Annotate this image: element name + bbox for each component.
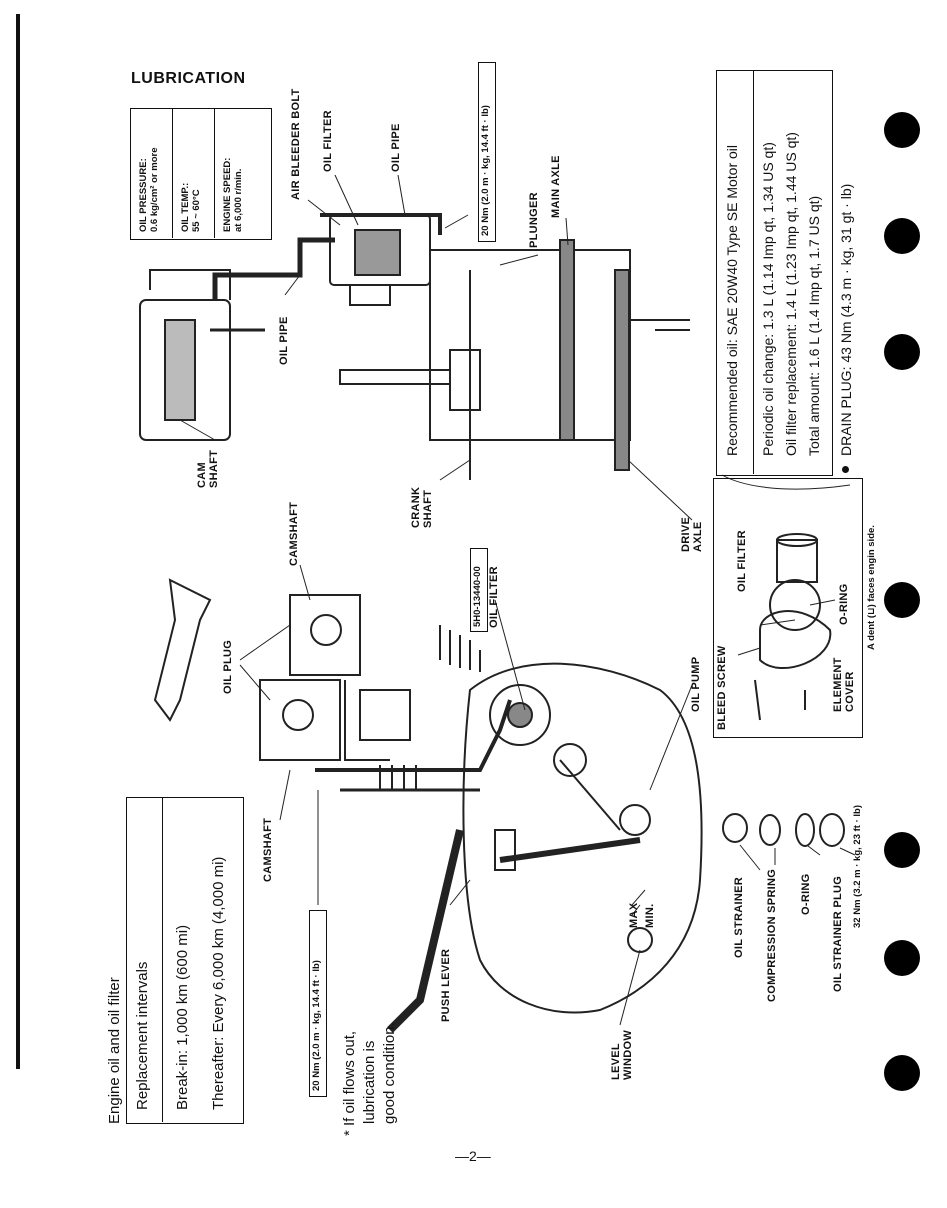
oil-temp-label: OIL TEMP.:55 ~ 60°C bbox=[180, 182, 202, 232]
torque-top-label: 20 Nm (2.0 m · kg, 14.4 ft · lb) bbox=[480, 105, 491, 236]
compression-spring-label: COMPRESSION SPRING bbox=[766, 868, 778, 1002]
min-label: MIN. bbox=[644, 903, 656, 928]
torque-top-box bbox=[478, 62, 496, 242]
bleed-screw-label: BLEED SCREW bbox=[716, 645, 728, 730]
dent-note: A dent (⊔) faces engin side. bbox=[866, 525, 877, 650]
plunger-label: PLUNGER bbox=[528, 192, 540, 248]
oil-conditions-box bbox=[130, 108, 272, 240]
oil-filter-top-label: OIL FILTER bbox=[322, 110, 334, 172]
binder-hole-7 bbox=[884, 1055, 920, 1091]
camshaft-upper-label: CAMSHAFT bbox=[288, 501, 300, 566]
binder-hole-5 bbox=[884, 832, 920, 868]
margin-rule bbox=[16, 14, 20, 1069]
oil-filter-replacement: Oil filter replacement: 1.4 L (1.23 Imp … bbox=[783, 132, 799, 456]
oil-pipe-top-label: OIL PIPE bbox=[390, 123, 402, 172]
oil-filter-mid-label: OIL FILTER bbox=[488, 566, 500, 628]
page-number: —2— bbox=[455, 1148, 491, 1164]
torque-left-box bbox=[309, 910, 327, 1097]
max-label: MAX bbox=[628, 902, 640, 928]
table-header: Replacement intervals bbox=[134, 961, 151, 1110]
table-row-break-in: Break-in: 1,000 km (600 mi) bbox=[174, 924, 191, 1110]
torque-left-label: 20 Nm (2.0 m · kg, 14.4 ft · lb) bbox=[311, 960, 322, 1091]
oil-pressure-label: OIL PRESSURE:0.6 kg/cm² or more bbox=[138, 147, 160, 232]
binder-hole-2 bbox=[884, 218, 920, 254]
oil-filter-detail-box bbox=[713, 478, 863, 738]
camshaft-lower-label: CAMSHAFT bbox=[262, 817, 274, 882]
binder-hole-3 bbox=[884, 334, 920, 370]
drain-bullet bbox=[842, 466, 849, 473]
total-amount: Total amount: 1.6 L (1.4 Imp qt, 1.7 US … bbox=[806, 195, 822, 456]
drain-plug-spec: DRAIN PLUG: 43 Nm (4.3 m · kg, 31 gt · l… bbox=[838, 183, 854, 456]
oil-spec-box bbox=[716, 70, 833, 476]
binder-hole-6 bbox=[884, 940, 920, 976]
table-title: Engine oil and oil filter bbox=[106, 977, 123, 1124]
oil-plug-label: OIL PLUG bbox=[222, 639, 234, 694]
part-number: 5H0-13440-00 bbox=[472, 566, 483, 627]
o-ring-box-label: O-RING bbox=[838, 583, 850, 625]
torque-plug-label: 32 Nm (3.2 m · kg, 23 ft · lb) bbox=[852, 805, 863, 928]
oil-pipe-mid-label: OIL PIPE bbox=[278, 316, 290, 365]
part-number-box bbox=[470, 548, 488, 632]
table-row-thereafter: Thereafter: Every 6,000 km (4,000 mi) bbox=[210, 856, 227, 1110]
oil-strainer-plug-label: OIL STRAINER PLUG bbox=[832, 875, 844, 992]
recommended-oil: Recommended oil: SAE 20W40 Type SE Motor… bbox=[724, 144, 740, 456]
engine-speed-label: ENGINE SPEED:at 6,000 r/min. bbox=[222, 157, 244, 232]
main-axle-label: MAIN AXLE bbox=[550, 155, 562, 218]
oil-pump-label: OIL PUMP bbox=[690, 656, 702, 712]
binder-hole-1 bbox=[884, 112, 920, 148]
section-title: LUBRICATION bbox=[131, 70, 246, 87]
binder-hole-4 bbox=[884, 582, 920, 618]
air-bleeder-bolt-label: AIR BLEEDER BOLT bbox=[290, 88, 302, 200]
push-lever-label: PUSH LEVER bbox=[440, 948, 452, 1022]
replacement-table bbox=[126, 797, 244, 1124]
oil-filter-box-label: OIL FILTER bbox=[736, 530, 748, 592]
oil-strainer-label: OIL STRAINER bbox=[733, 876, 745, 958]
o-ring-lower-label: O-RING bbox=[800, 873, 812, 915]
periodic-oil-change: Periodic oil change: 1.3 L (1.14 Imp qt,… bbox=[760, 142, 776, 456]
footnote: * If oil flows out, lubrication is good … bbox=[341, 1022, 398, 1136]
